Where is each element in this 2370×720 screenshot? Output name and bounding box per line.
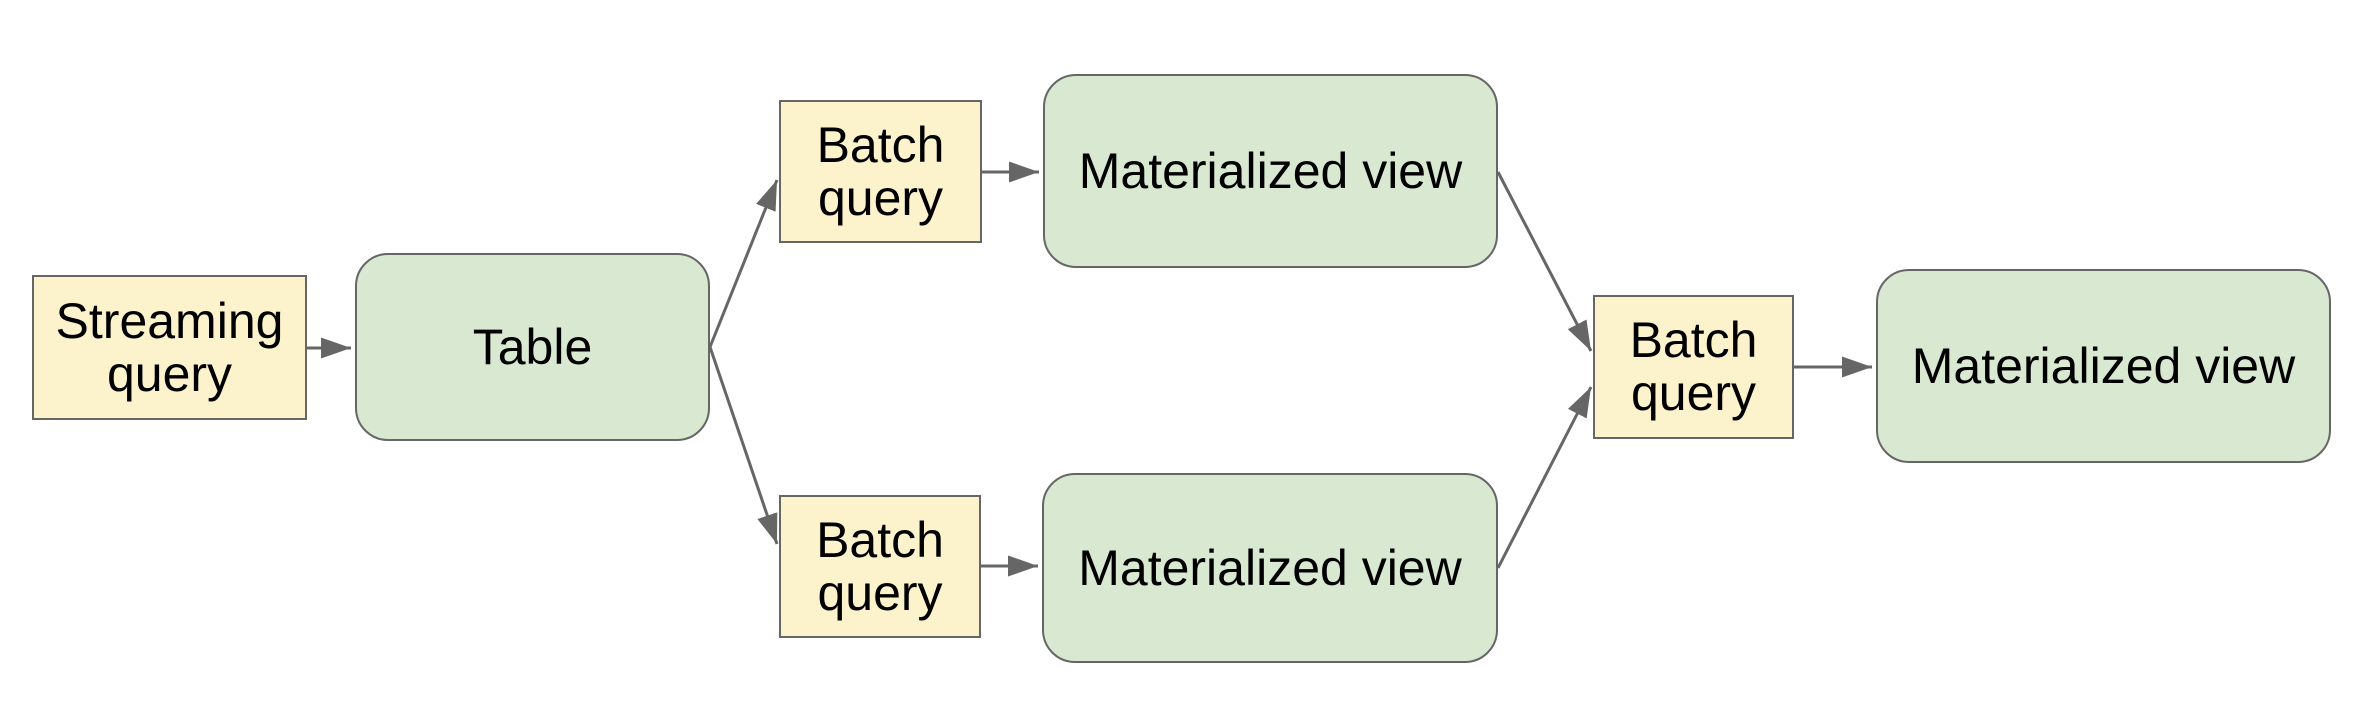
edge-mv-top-to-batch-right [1496, 171, 1593, 352]
node-label: Batch query [816, 116, 945, 226]
node-label: Batch query [816, 511, 944, 621]
node-label: Materialized view [1911, 337, 2296, 394]
edge-table-to-batch-top [708, 179, 779, 348]
edge-table-to-batch-bottom [708, 346, 779, 545]
node-label: Materialized view [1078, 539, 1462, 596]
node-materialized-view-top: Materialized view [1043, 74, 1498, 268]
edge-mv-bottom-to-batch-right [1496, 386, 1593, 569]
node-streaming-query: Streaming query [32, 275, 307, 420]
node-batch-query-top: Batch query [779, 100, 982, 243]
node-label: Table [472, 318, 593, 375]
node-table: Table [355, 253, 710, 441]
node-materialized-view-right: Materialized view [1876, 269, 2331, 463]
node-label: Materialized view [1078, 142, 1463, 199]
node-materialized-view-bottom: Materialized view [1042, 473, 1498, 663]
node-batch-query-right: Batch query [1593, 295, 1794, 439]
node-label: Batch query [1629, 312, 1758, 421]
node-batch-query-bottom: Batch query [779, 495, 981, 638]
node-label: Streaming query [55, 292, 284, 402]
